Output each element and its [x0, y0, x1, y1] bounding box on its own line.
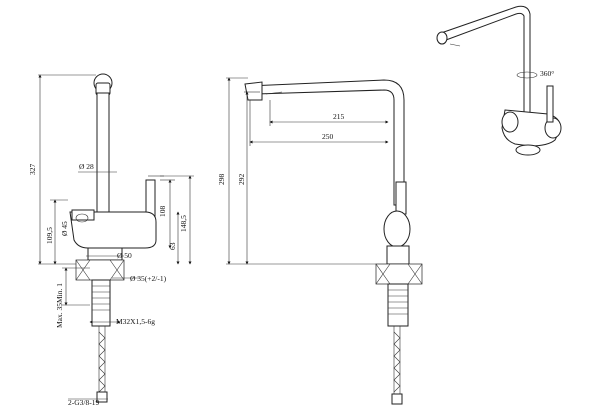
- dim-max-35-min-1: Max. 35Min. 1: [55, 283, 64, 328]
- dim-dia-45: Ø 45: [60, 221, 69, 236]
- dim-dia-35: Ø 35(+2/-1): [130, 274, 167, 283]
- dim-215: 215: [333, 112, 345, 121]
- dim-292: 292: [237, 174, 246, 186]
- dim-rotation-360: 360°: [540, 69, 554, 78]
- dim-298: 298: [217, 174, 226, 186]
- dim-250: 250: [322, 132, 334, 141]
- front-view: [244, 79, 423, 405]
- dim-148-5: 148,5: [179, 215, 188, 232]
- dim-327: 327: [28, 164, 37, 176]
- dim-thread-m32: M32X1,5-6g: [116, 317, 155, 326]
- dim-109-5: 109,5: [45, 227, 54, 244]
- isometric-view: 360°: [436, 5, 562, 156]
- side-view-dimensions: 327 Ø 28 108 148,5 63 109,5 Ø 45 Ø 50 Ø …: [28, 74, 194, 407]
- dim-dia-50: Ø 50: [117, 251, 132, 260]
- dim-63: 63: [168, 242, 177, 250]
- front-view-dimensions: 215 250 298 292: [217, 77, 389, 265]
- dim-108: 108: [158, 206, 167, 218]
- dim-hose-thread: 2-G3/8-19: [68, 398, 99, 407]
- side-view: [69, 73, 164, 403]
- dim-dia-28: Ø 28: [79, 162, 94, 171]
